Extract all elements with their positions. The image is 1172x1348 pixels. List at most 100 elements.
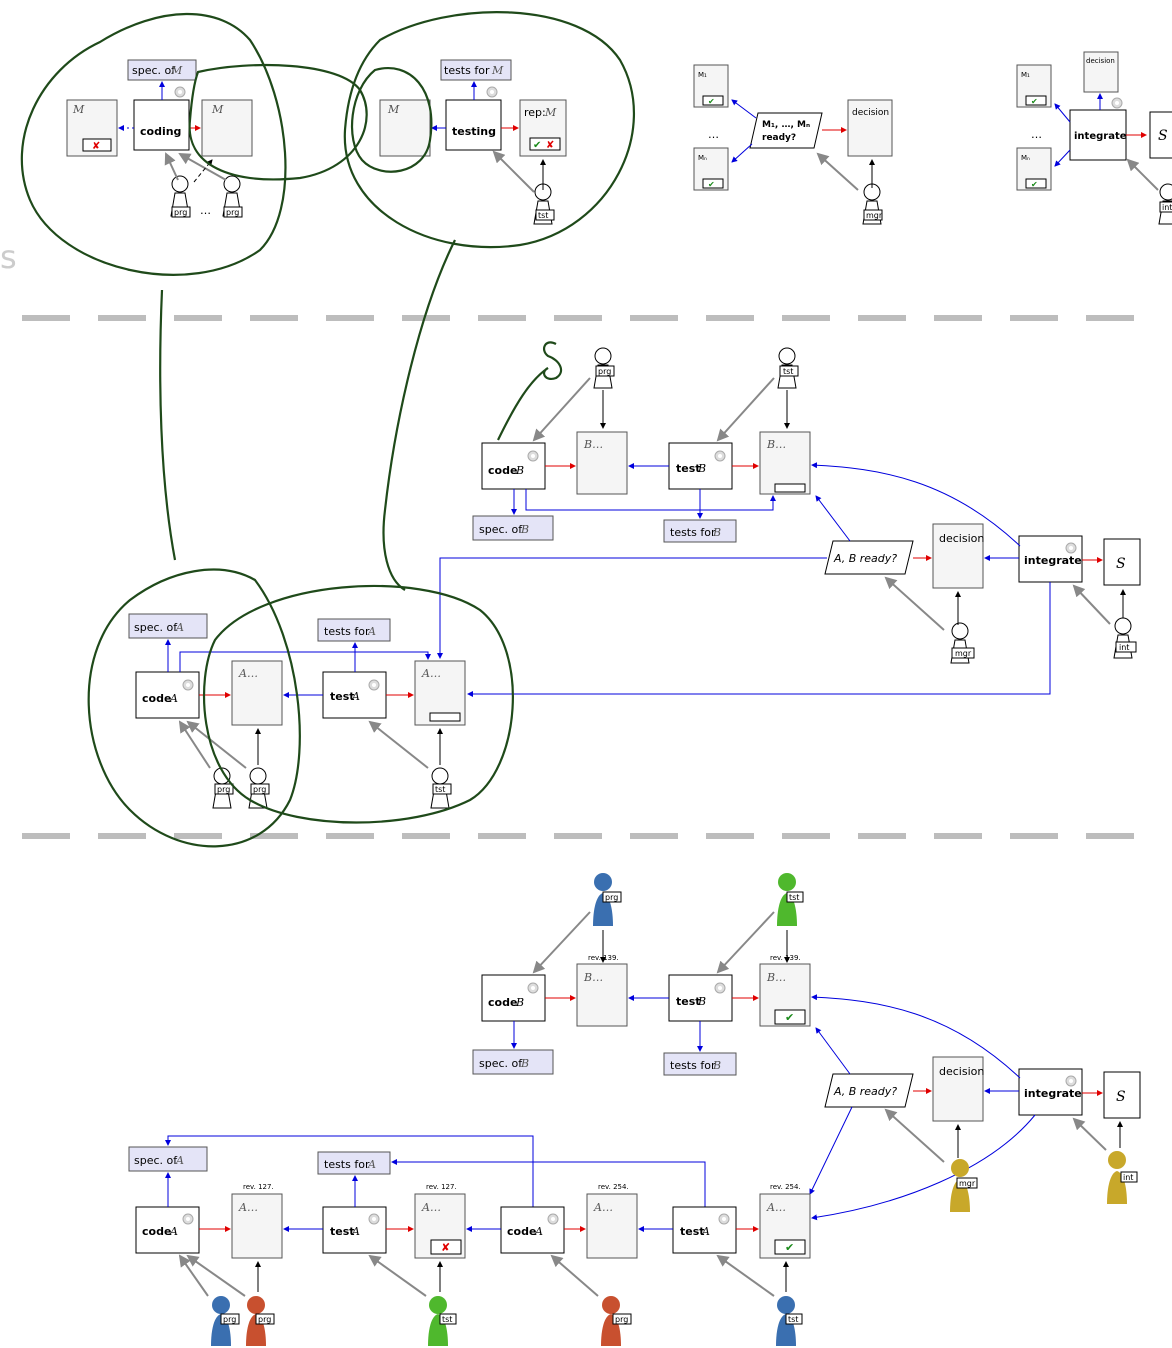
- test-a-var: A: [351, 690, 360, 703]
- doc-a6-label: A…: [766, 1201, 786, 1214]
- tests-m-box: [440, 59, 512, 81]
- check-icon: ✔: [708, 180, 715, 189]
- spec-a-label: spec. of: [134, 621, 178, 634]
- circle-m-doc-2: [350, 67, 433, 173]
- check-icon: ✔: [708, 97, 715, 106]
- int-tag-3: int: [1123, 1173, 1133, 1182]
- cross-icon: ✘: [441, 1241, 450, 1254]
- code-b3-label: code: [488, 996, 517, 1009]
- int-tag-2: int: [1119, 643, 1129, 652]
- s-label-2: S: [1116, 556, 1126, 572]
- prg-tag-1: prg: [174, 208, 187, 217]
- ab-ready: [824, 540, 914, 575]
- code-a4-var: A: [534, 1225, 543, 1238]
- testing-label: testing: [452, 125, 496, 138]
- ready-line2: ready?: [762, 133, 796, 143]
- rev254-label-2: rev. 254.: [770, 1183, 801, 1191]
- tests-b3-label: tests for: [670, 1059, 716, 1072]
- mgr-tag-2: mgr: [955, 649, 972, 658]
- prg-tag-b: prg: [598, 367, 611, 376]
- m1-label: M₁: [698, 71, 707, 79]
- doc-m3: [379, 99, 431, 157]
- system-s-2: [1103, 538, 1141, 586]
- rep-var: M: [544, 106, 557, 119]
- code-b-box: [481, 442, 546, 490]
- doc-b1-label: B…: [583, 438, 603, 451]
- circle-test-a: [202, 584, 514, 824]
- ellipsis: …: [200, 204, 211, 217]
- section1-testing: tests for M M testing rep: M ✔ ✘ tst: [379, 59, 567, 225]
- section1-coding: spec. of M M ✘ coding M prg prg …: [66, 59, 253, 218]
- tst-tag-b: tst: [783, 367, 793, 376]
- doc-m: [201, 99, 253, 157]
- rep-label: rep:: [524, 106, 546, 119]
- doc-b1: [576, 431, 628, 495]
- doc-m3-label: M: [387, 103, 400, 116]
- doc-a5-label: A…: [593, 1201, 613, 1214]
- code-a3-label: code: [142, 1225, 171, 1238]
- check-icon: ✔: [785, 1011, 794, 1024]
- rev139-label-2: rev. 139.: [770, 954, 801, 962]
- check-icon: ✔: [785, 1241, 794, 1254]
- decision-label-3: decision: [939, 532, 984, 545]
- prg-tag-a5: prg: [615, 1315, 628, 1324]
- spec-b-label: spec. of: [479, 523, 523, 536]
- spec-b3-var: B: [520, 1057, 529, 1070]
- rev127-label-2: rev. 127.: [426, 1183, 457, 1191]
- circle-coding: [20, 12, 287, 276]
- spec-m-label: spec. of: [132, 64, 176, 77]
- test-a-label: test: [330, 690, 355, 703]
- gear-icon: [547, 1213, 559, 1225]
- doc-a2-label: A…: [421, 667, 441, 680]
- section3-a: spec. of A tests for A code A rev. 127. …: [128, 1135, 811, 1346]
- integrate-label-2: integrate: [1024, 554, 1082, 567]
- cross-icon: ✘: [546, 140, 554, 151]
- gear-icon: [527, 982, 539, 994]
- tests-b3-var: B: [712, 1059, 721, 1072]
- test-a3-label: test: [330, 1225, 355, 1238]
- doc-a1-label: A…: [238, 667, 258, 680]
- tst-tag-a: tst: [435, 785, 445, 794]
- gear-icon: [714, 982, 726, 994]
- code-b-var: B: [515, 464, 524, 477]
- circle-code-a: [87, 568, 301, 848]
- doc-a3-label: A…: [238, 1201, 258, 1214]
- test-a-box: [322, 671, 387, 719]
- prg-tag-a1: prg: [217, 785, 230, 794]
- code-b3-var: B: [515, 996, 524, 1009]
- gear-icon: [1065, 542, 1077, 554]
- doc-a4-label: A…: [421, 1201, 441, 1214]
- coding-box: [133, 99, 190, 151]
- integrate-box: [1069, 109, 1127, 161]
- circle-testing: [343, 11, 636, 249]
- ellipsis-v2: …: [1031, 128, 1042, 141]
- decision-label-4: decision: [939, 1065, 984, 1078]
- gear-icon: [368, 1213, 380, 1225]
- spec-a-box: [128, 613, 208, 639]
- prg-tag-2: prg: [226, 208, 239, 217]
- link-line-1: [159, 289, 177, 561]
- decision-label-2: decision: [1086, 57, 1115, 65]
- mn-label: Mₙ: [698, 154, 707, 162]
- section1-integrate: M₁ ✔ … Mₙ ✔ decision integrate S int: [1016, 51, 1172, 225]
- test-a4-var: A: [701, 1225, 710, 1238]
- ab-ready-label: A, B ready?: [833, 552, 897, 565]
- ready-line1: M₁, …, Mₙ: [762, 120, 810, 130]
- test-b3-var: B: [697, 995, 706, 1008]
- section2-b: code B B… test B B… spec. of B tests for…: [472, 347, 811, 543]
- fail-badge: [82, 138, 112, 152]
- code-b-label: code: [488, 464, 517, 477]
- gear-icon: [527, 450, 539, 462]
- doc-m-label: M: [72, 103, 85, 116]
- gear-icon: [714, 450, 726, 462]
- gear-icon: [368, 679, 380, 691]
- doc-b3-label: B…: [583, 971, 603, 984]
- tests-a3-label: tests for: [324, 1158, 370, 1171]
- gear-icon: [182, 679, 194, 691]
- tests-b-box: [663, 519, 737, 543]
- tests-a-box: [317, 618, 391, 642]
- scribble: [497, 341, 563, 441]
- check-icon: ✔: [1031, 97, 1038, 106]
- cross-icon: ✘: [92, 141, 100, 152]
